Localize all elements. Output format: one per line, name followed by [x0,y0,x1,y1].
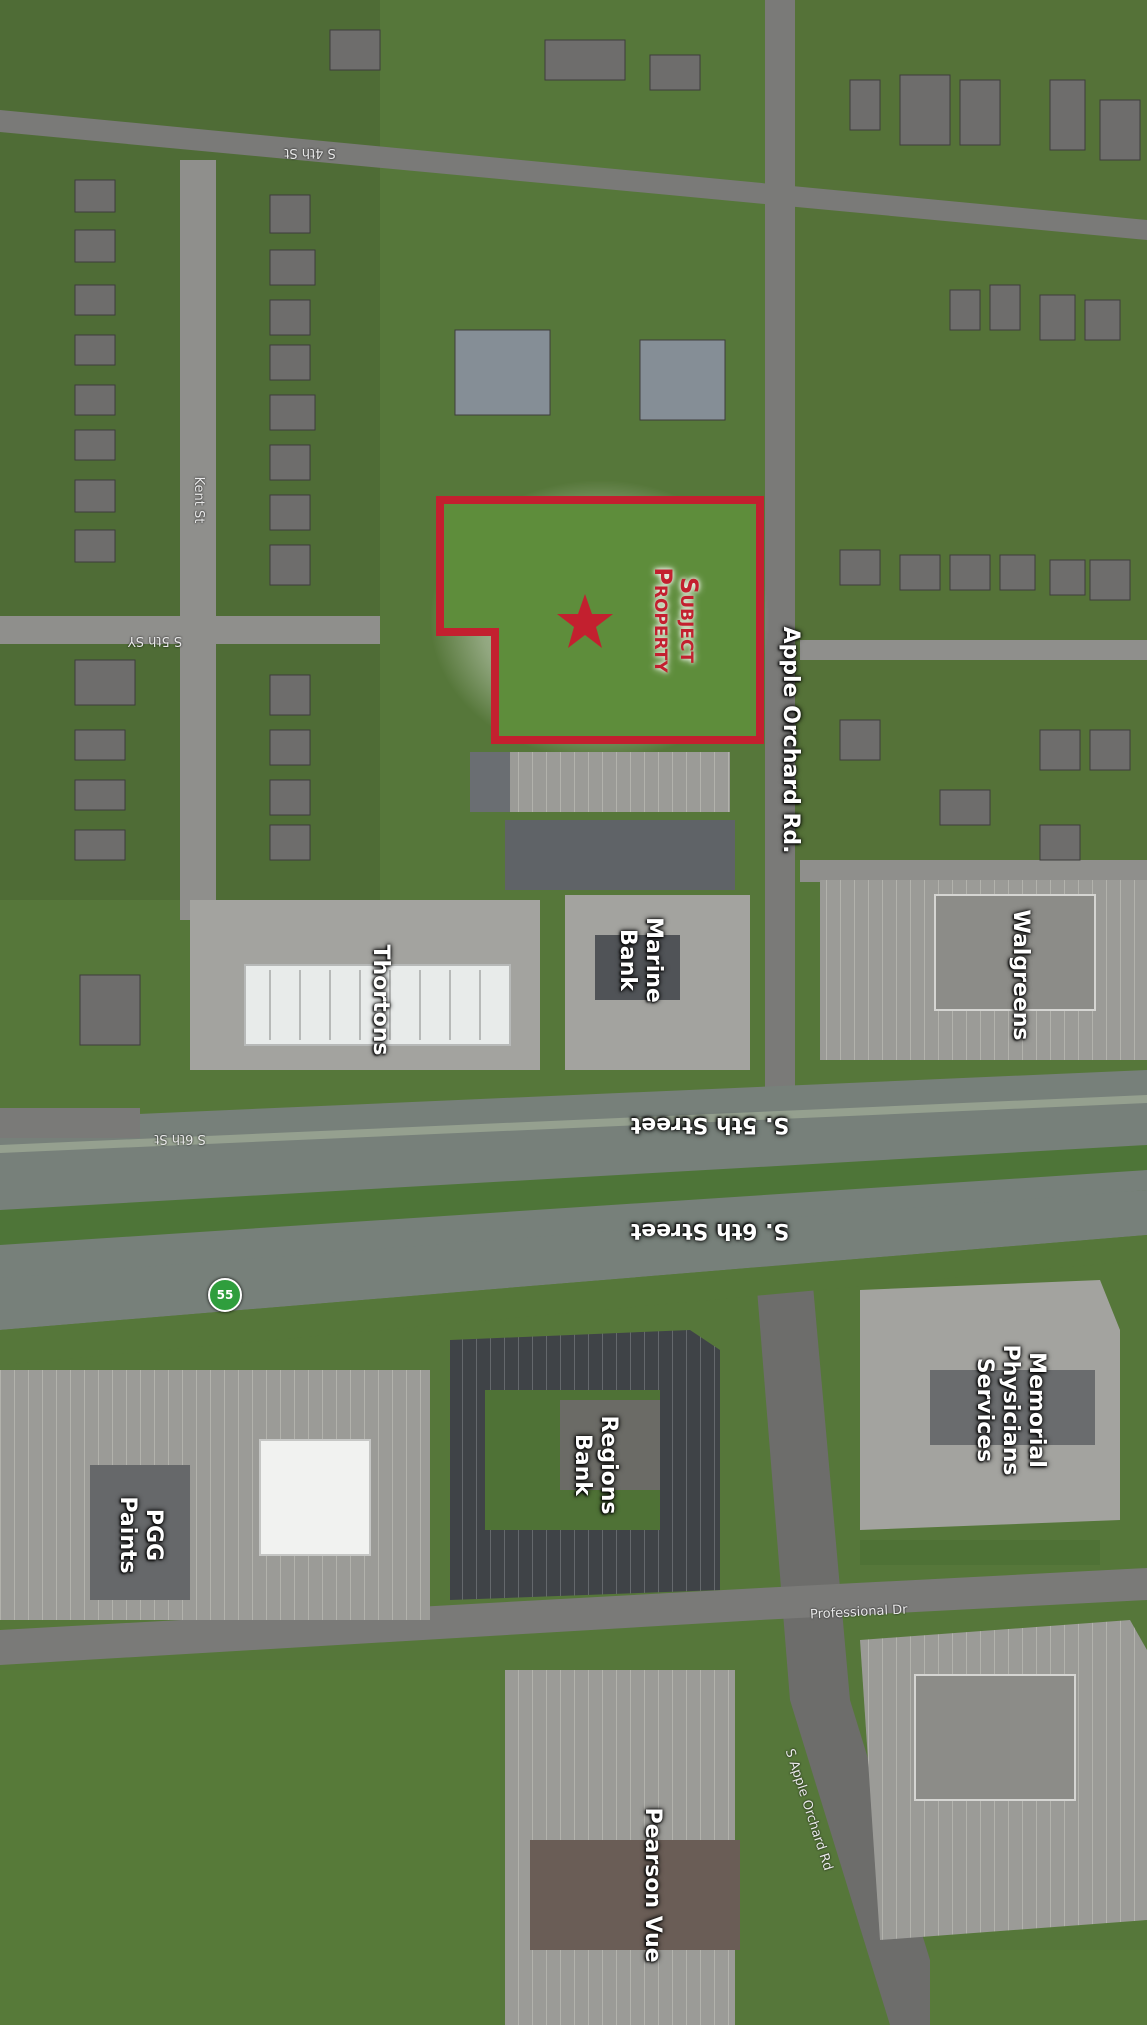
route-55-shield-icon: 55 [208,1278,242,1312]
pearson-vue-label: Pearson Vue [640,1807,665,1963]
apple-orchard-label: Apple Orchard Rd. [778,626,803,854]
s5th-sy-sign: S 5th SY [127,633,183,648]
s6th-street-label: S. 6th Street [630,1218,790,1243]
marine-bank-label: Marine Bank [615,917,666,1003]
regions-bank-label: Regions Bank [570,1415,621,1515]
memorial-physicians-label: Memorial Physicians Services [972,1344,1049,1476]
subject-property-label: Subject Property [649,567,703,673]
kent-street-sign: Kent St [191,476,206,524]
s5th-street-label: S. 5th Street [630,1112,790,1137]
star-icon [557,594,613,648]
professional-dr-sign: Professional Dr [809,1602,908,1623]
thortons-label: Thortons [368,944,393,1056]
s4th-street-sign: S 4th St [284,145,336,160]
walgreens-label: Walgreens [1008,909,1033,1041]
s6th-street-sign: S 6th St [154,1131,206,1146]
pgg-paints-label: PGG Paints [115,1496,166,1574]
